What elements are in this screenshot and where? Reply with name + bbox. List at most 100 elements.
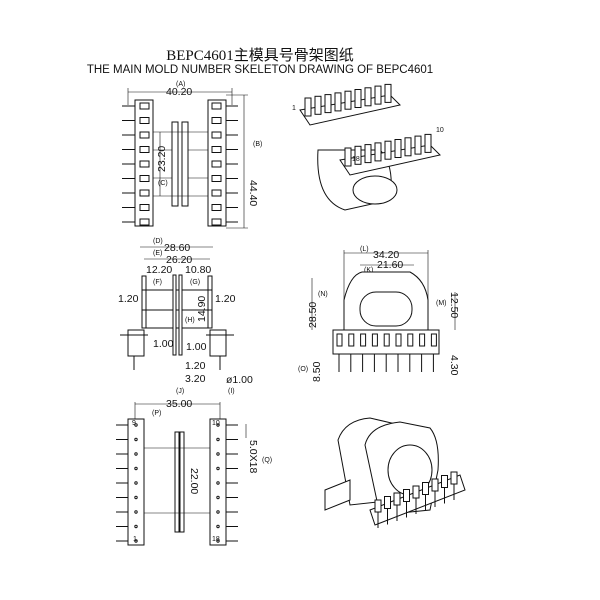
iso-pin-18: 18 [352,156,360,163]
pin [211,117,222,124]
pin [216,423,220,427]
pin [424,133,432,153]
pin [139,175,150,182]
dim-wall-right: 1.20 [215,293,236,305]
pin-label-10: 10 [212,420,220,427]
dim-wall-left: 1.20 [118,293,139,305]
front-view: (D) 28.60 (E) 26.20 12.20 (F) 10.80 (G) … [118,238,253,395]
dim-pin: ø1.00 [226,374,253,386]
pin [216,481,220,485]
dim-e: 26.20 [166,254,192,266]
ref-g: (G) [190,279,200,286]
pin [304,97,312,117]
ref-f: (F) [153,279,162,286]
pin [134,466,138,471]
pin [441,475,448,488]
pin [216,539,220,543]
pin [360,333,367,347]
pin [336,333,343,347]
pin [139,204,150,211]
iso-pin-1: 1 [292,105,296,112]
ref-l: (L) [360,246,369,253]
pin [393,492,401,506]
ref-h: (H) [185,317,195,324]
dim-q: 5.0X18 [247,440,259,473]
dim-o: 8.50 [311,361,323,382]
pin [139,117,150,124]
pin [384,140,392,160]
drawing-title: BEPC4601主模具号骨架图纸 [166,48,354,64]
drawing-subtitle: THE MAIN MOLD NUMBER SKELETON DRAWING OF… [86,64,434,76]
pin [211,102,222,110]
pin [134,524,138,529]
pin-label-18: 18 [212,536,220,543]
dim-flange-right: 1.00 [186,341,207,353]
pin [354,89,362,108]
pin [134,452,138,456]
pin [394,139,402,158]
pin [344,147,352,167]
pin [216,452,220,456]
pin [422,482,429,495]
pin [216,466,220,471]
pin [211,160,222,168]
pin [354,145,362,165]
pin [216,437,220,442]
pin [314,95,322,115]
ref-i: (I) [228,388,235,395]
bottom-view: 35.00 (P) 22.00 9 10 1 18 5.0X18 (Q) [116,398,272,546]
pin [139,146,150,153]
dim-22: 22.00 [188,468,200,494]
pin [374,85,382,105]
ref-d: (D) [153,238,163,245]
pin [431,478,439,492]
pin [430,333,437,347]
pin [134,437,138,442]
dim-f: 12.20 [146,264,172,276]
side-view: (L) 34.20 (K) 21.60 28.50 (N) 12.50 (M) … [298,246,460,382]
pin [211,189,222,197]
pin [450,471,458,485]
pin [334,92,342,112]
pin [211,175,222,182]
pin [348,333,355,347]
ref-o: (O) [298,366,308,373]
pin [216,510,220,514]
ref-p: (P) [152,410,161,417]
dim-j1: 1.20 [185,360,206,372]
pin [374,499,382,513]
pin [414,135,422,155]
dim-b: 44.40 [247,180,259,206]
pin [139,160,150,168]
pin [419,333,426,347]
top-view: 40.20 (A) 23.20 (C) 44.40 (B) [122,81,262,229]
pin-label-9: 9 [132,420,136,427]
pin [216,524,220,529]
ref-c: (C) [158,180,168,187]
pin [211,204,222,211]
iso-view-top: 1 10 18 [292,83,444,211]
pin [344,90,352,110]
pin [395,333,402,347]
iso-view-bottom [324,417,466,528]
ref-m: (M) [436,300,447,307]
dim-c: 23.20 [156,146,168,172]
ref-k: (K) [364,267,373,274]
pin [134,423,138,427]
pin [139,189,150,197]
dim-n: 28.50 [307,302,319,328]
pin [364,87,372,107]
pin [383,333,390,347]
pin [412,485,420,499]
dim-m: 12.50 [448,292,460,318]
pin [364,144,372,164]
pin [324,94,332,114]
pin [211,218,222,226]
pin [134,539,138,543]
pin [211,131,222,139]
pin [403,489,410,502]
ref-n: (N) [318,291,328,298]
ref-q: (Q) [262,457,272,464]
dim-g: 10.80 [185,264,211,276]
